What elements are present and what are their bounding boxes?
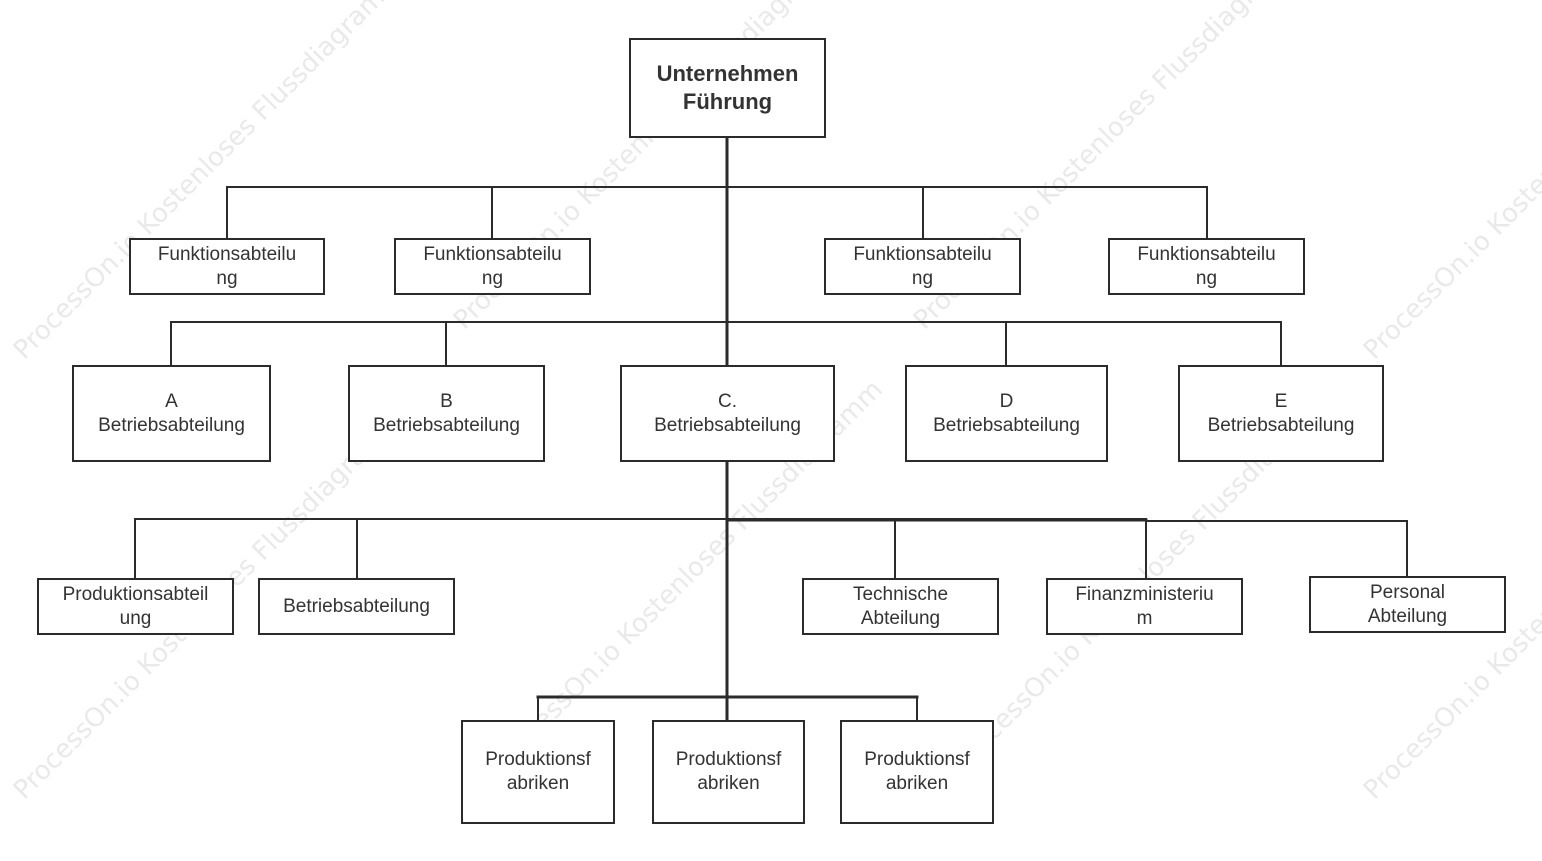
node-finanzministerium[interactable]: Finanzministeriu m: [1046, 578, 1243, 635]
node-label: B Betriebsabteilung: [373, 390, 520, 436]
node-betriebsabteilung-e[interactable]: E Betriebsabteilung: [1178, 365, 1384, 462]
node-funktionsabteilung-2[interactable]: Funktionsabteilu ng: [394, 238, 591, 295]
node-betriebsabteilung-b[interactable]: B Betriebsabteilung: [348, 365, 545, 462]
node-betriebsabteilung-c[interactable]: C. Betriebsabteilung: [620, 365, 835, 462]
node-label: C. Betriebsabteilung: [654, 390, 801, 436]
node-funktionsabteilung-1[interactable]: Funktionsabteilu ng: [129, 238, 325, 295]
node-label: Funktionsabteilu ng: [157, 243, 297, 289]
node-label: Finanzministeriu m: [1075, 583, 1214, 629]
node-label: A Betriebsabteilung: [98, 390, 245, 436]
node-betriebsabteilung[interactable]: Betriebsabteilung: [258, 578, 455, 635]
node-label: Funktionsabteilu ng: [853, 243, 992, 289]
node-label: Produktionsf abriken: [675, 749, 782, 794]
node-label: Funktionsabteilu ng: [423, 243, 562, 289]
node-label: Produktionsabteil ung: [62, 583, 209, 629]
node-label: Produktionsf abriken: [864, 749, 970, 794]
node-produktionsfabriken-3[interactable]: Produktionsf abriken: [840, 720, 994, 824]
node-label: D Betriebsabteilung: [933, 390, 1080, 436]
node-label: Unternehmen Führung: [656, 61, 799, 114]
node-label: Funktionsabteilu ng: [1137, 243, 1276, 289]
node-label: Technische Abteilung: [852, 583, 949, 629]
node-funktionsabteilung-3[interactable]: Funktionsabteilu ng: [824, 238, 1021, 295]
node-unternehmen-fuehrung[interactable]: Unternehmen Führung: [629, 38, 826, 138]
node-betriebsabteilung-d[interactable]: D Betriebsabteilung: [905, 365, 1108, 462]
node-produktionsfabriken-1[interactable]: Produktionsf abriken: [461, 720, 615, 824]
node-funktionsabteilung-4[interactable]: Funktionsabteilu ng: [1108, 238, 1305, 295]
node-label: Personal Abteilung: [1367, 581, 1448, 627]
node-personal-abteilung[interactable]: Personal Abteilung: [1309, 576, 1506, 633]
node-technische-abteilung[interactable]: Technische Abteilung: [802, 578, 999, 635]
node-label: Betriebsabteilung: [283, 595, 430, 617]
node-label: E Betriebsabteilung: [1207, 390, 1355, 436]
node-produktionsfabriken-2[interactable]: Produktionsf abriken: [652, 720, 805, 824]
node-produktionsabteilung[interactable]: Produktionsabteil ung: [37, 578, 234, 635]
node-label: Produktionsf abriken: [485, 749, 591, 794]
node-betriebsabteilung-a[interactable]: A Betriebsabteilung: [72, 365, 271, 462]
